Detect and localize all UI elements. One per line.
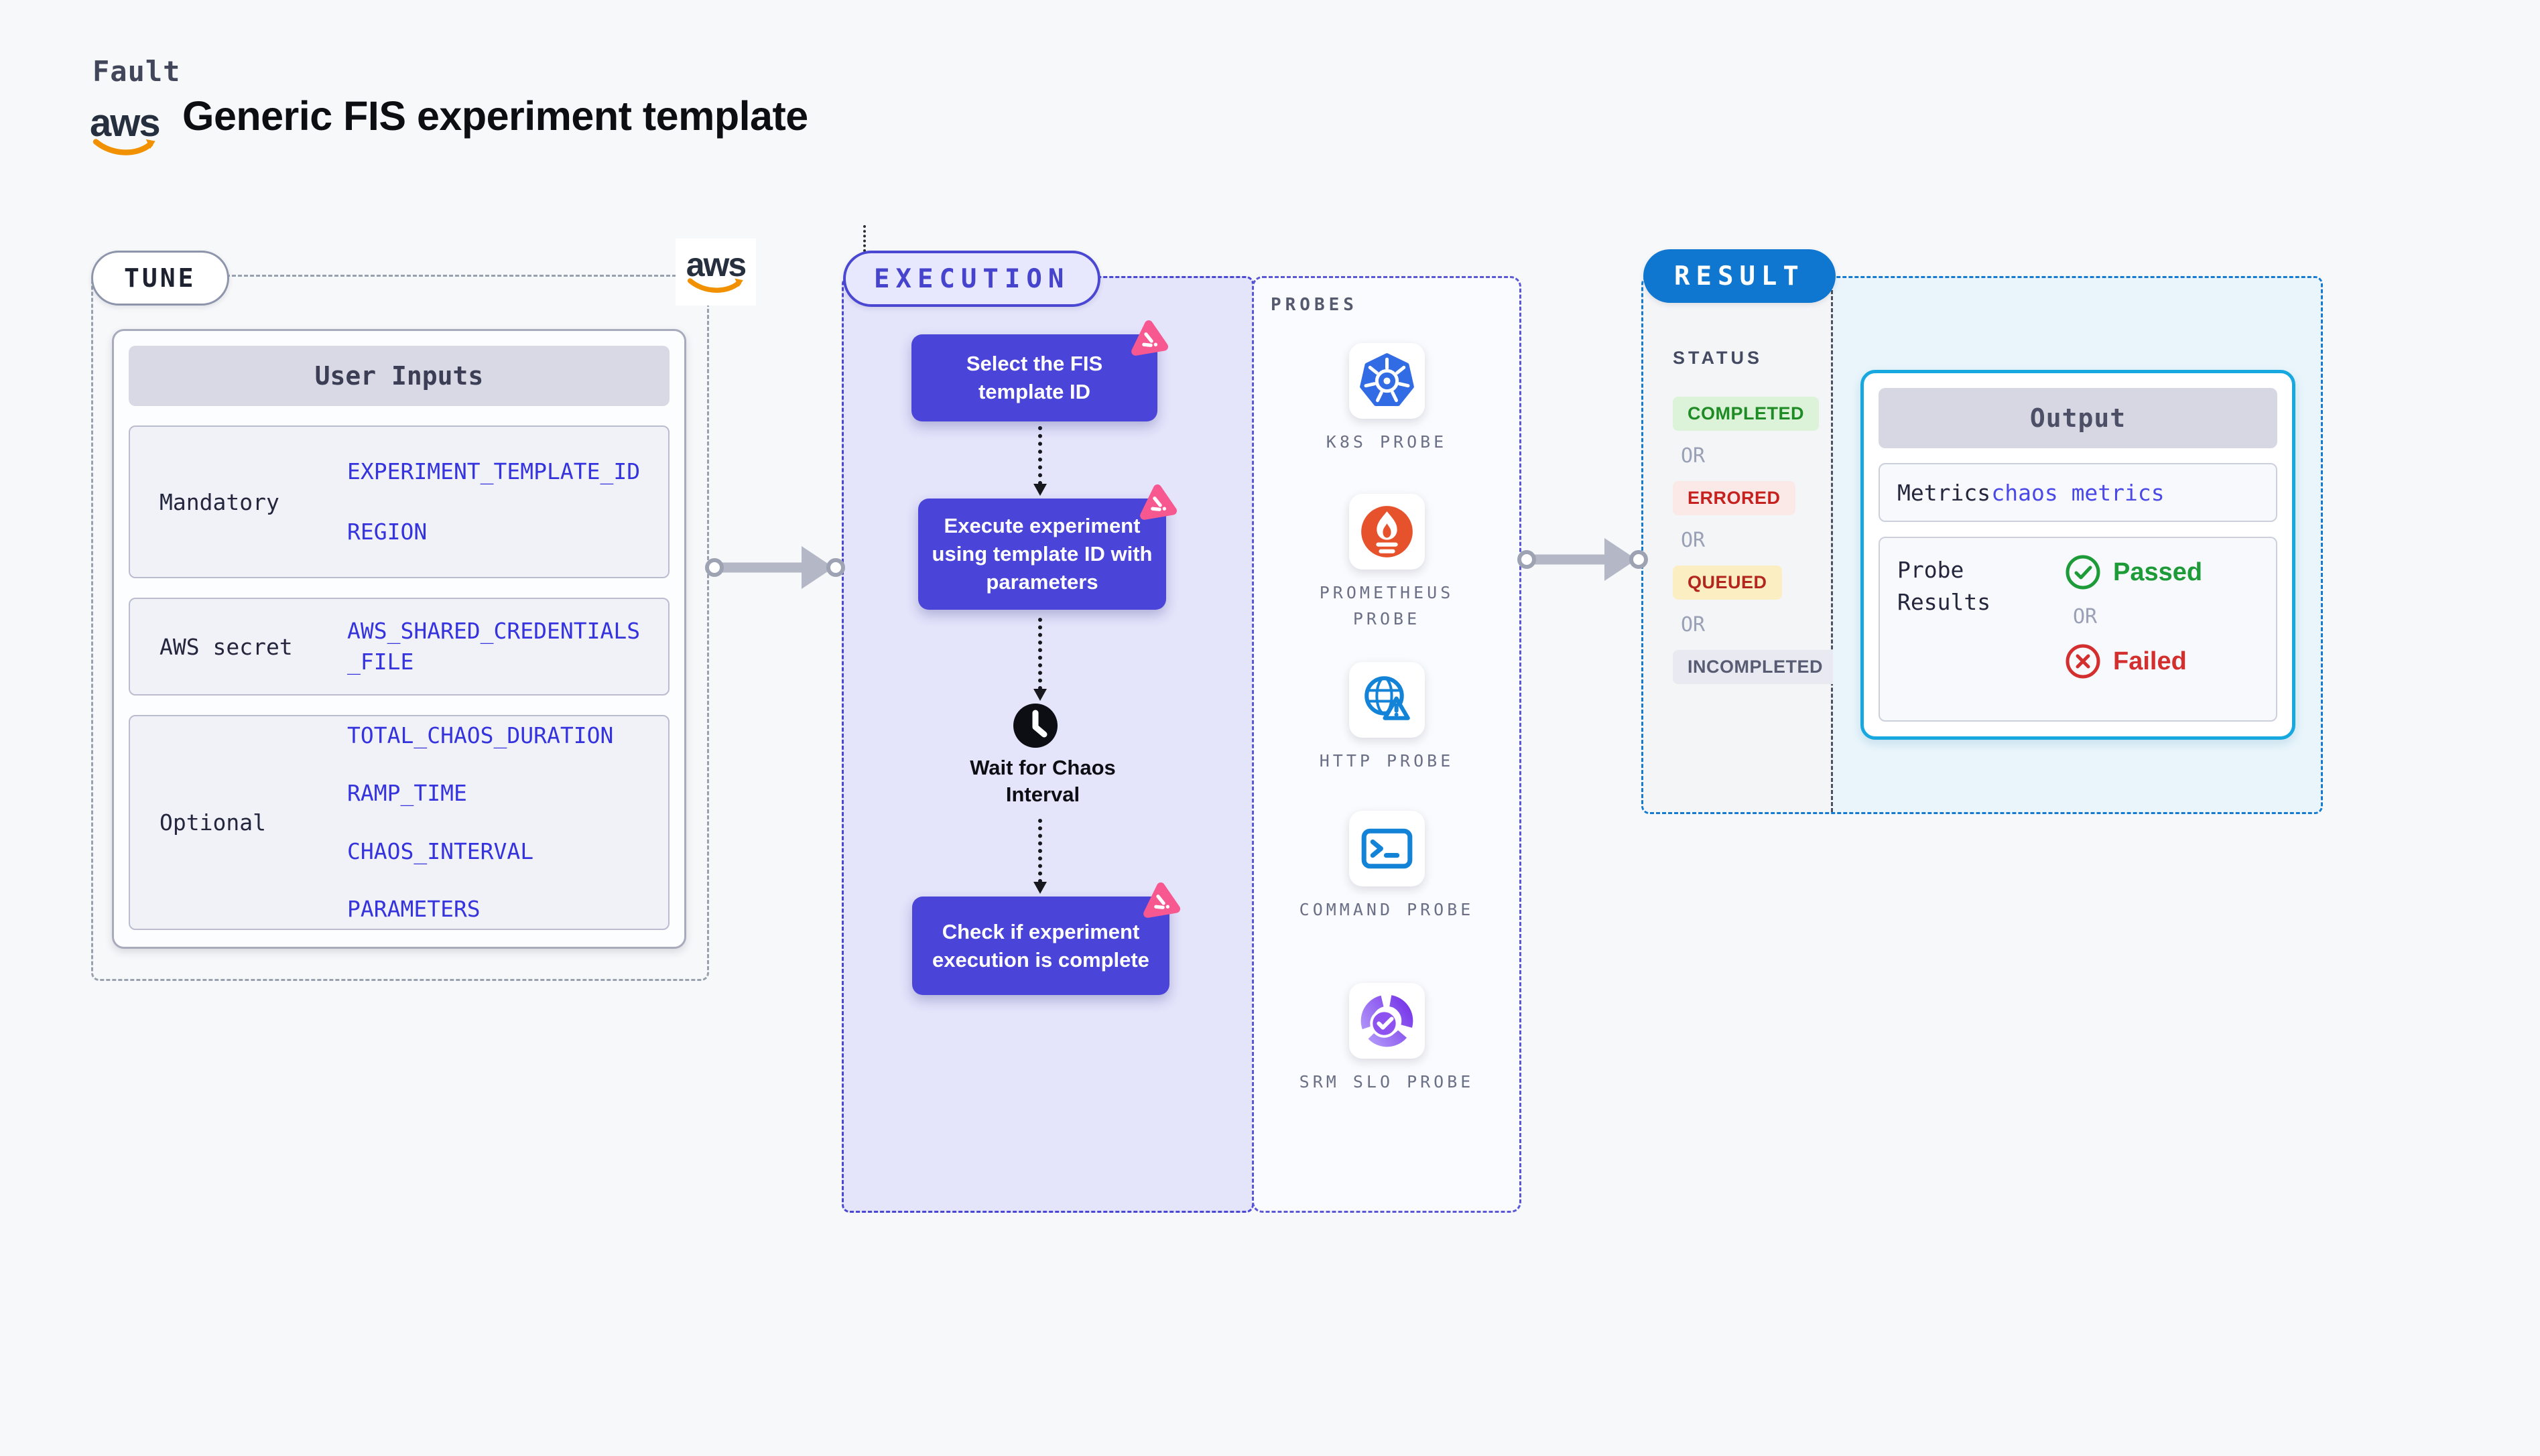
aws-logo-tune: aws <box>676 239 756 306</box>
user-inputs-card: User Inputs Mandatory EXPERIMENT_TEMPLAT… <box>112 329 686 949</box>
row-value: CHAOS_INTERVAL <box>347 838 534 864</box>
status-or-label: OR <box>1681 444 1706 468</box>
tune-panel <box>91 275 709 981</box>
user-inputs-header: User Inputs <box>129 346 670 406</box>
check-circle-icon <box>2066 555 2100 590</box>
metrics-label: Metrics <box>1897 479 1991 506</box>
aws-swoosh-icon <box>92 139 155 155</box>
execution-panel <box>842 276 1254 1213</box>
command-terminal-icon <box>1348 811 1425 886</box>
srm-slo-icon <box>1348 983 1425 1059</box>
passed-label: Passed <box>2113 557 2203 586</box>
row-value: TOTAL_CHAOS_DURATION <box>347 722 614 749</box>
failed-label: Failed <box>2113 647 2187 675</box>
tune-to-execution-arrow <box>705 546 845 589</box>
flow-arrow <box>1033 426 1047 496</box>
probe-item-prometheus: PROMETHEUS PROBE <box>1252 494 1521 633</box>
output-header: Output <box>1879 388 2277 448</box>
fault-spark-icon <box>1140 484 1177 520</box>
prometheus-icon <box>1348 494 1425 570</box>
probe-label: PROMETHEUS PROBE <box>1319 583 1454 628</box>
kubernetes-icon <box>1348 343 1425 419</box>
status-badge-incompleted: INCOMPLETED <box>1673 650 1838 684</box>
flow-arrow <box>1033 819 1047 894</box>
status-or-label: OR <box>1681 529 1706 552</box>
table-row-mandatory: Mandatory EXPERIMENT_TEMPLATE_ID REGION <box>129 425 670 578</box>
output-card: Output Metrics chaos metrics Probe Resul… <box>1860 370 2295 740</box>
probe-result-failed: Failed <box>2065 643 2187 679</box>
page-title: Generic FIS experiment template <box>182 93 808 139</box>
result-badge: RESULT <box>1643 249 1836 303</box>
probe-result-passed: Passed <box>2065 554 2202 590</box>
row-value: REGION <box>347 519 428 545</box>
table-row-aws-secret: AWS secret AWS_SHARED_CREDENTIALS_FILE <box>129 598 670 696</box>
status-badge-completed: COMPLETED <box>1673 397 1820 431</box>
metrics-value: chaos metrics <box>1991 479 2165 506</box>
probe-label: K8S PROBE <box>1326 432 1448 452</box>
result-panel: STATUS COMPLETED OR ERRORED OR QUEUED OR… <box>1641 276 2323 814</box>
probe-item-command: COMMAND PROBE <box>1252 811 1521 923</box>
status-or-label: OR <box>1681 613 1706 637</box>
clock-icon <box>1012 702 1059 749</box>
row-value: AWS_SHARED_CREDENTIALS_FILE <box>347 617 641 675</box>
step-check-execution-complete: Check if experiment execution is complet… <box>912 882 1180 995</box>
probe-results-label: Probe Results <box>1897 557 1991 615</box>
status-title: STATUS <box>1673 348 1763 368</box>
aws-swoosh-icon <box>687 278 743 293</box>
table-row-optional: Optional TOTAL_CHAOS_DURATION RAMP_TIME … <box>129 715 670 930</box>
row-value: RAMP_TIME <box>347 780 467 807</box>
step-execute-experiment: Execute experiment using template ID wit… <box>918 484 1177 610</box>
status-column: STATUS COMPLETED OR ERRORED OR QUEUED OR… <box>1643 278 1838 812</box>
probes-title: PROBES <box>1271 295 1358 315</box>
output-column: Output Metrics chaos metrics Probe Resul… <box>1833 278 2321 812</box>
status-badge-queued: QUEUED <box>1673 566 1782 600</box>
row-value: PARAMETERS <box>347 895 481 922</box>
probe-label: HTTP PROBE <box>1319 751 1454 771</box>
probe-results-row: Probe Results Passed OR <box>1879 537 2277 722</box>
step-select-fis-template: Select the FIS template ID <box>911 320 1168 421</box>
aws-logo-text: aws <box>90 101 161 145</box>
tune-badge: TUNE <box>91 251 229 306</box>
row-label: AWS secret <box>160 633 293 660</box>
fault-spark-icon <box>1131 320 1168 356</box>
step-label: Execute experiment using template ID wit… <box>932 514 1153 594</box>
aws-logo: aws <box>90 101 161 157</box>
step-wait-for-chaos-interval: Wait for Chaos Interval <box>970 756 1116 807</box>
execution-top-stub-line <box>863 225 866 252</box>
probe-item-k8s: K8S PROBE <box>1252 343 1521 456</box>
step-label: Select the FIS template ID <box>966 352 1103 403</box>
aws-logo-text: aws <box>686 246 747 283</box>
x-circle-icon <box>2066 644 2100 679</box>
flow-arrow <box>1033 618 1047 701</box>
row-label: Optional <box>160 809 266 836</box>
fault-label: Fault <box>92 55 181 88</box>
probe-label: COMMAND PROBE <box>1299 900 1474 919</box>
row-label: Mandatory <box>160 488 279 515</box>
probes-to-result-arrow <box>1517 538 1648 581</box>
probe-item-srm-slo: SRM SLO PROBE <box>1252 983 1521 1096</box>
probe-label: SRM SLO PROBE <box>1299 1072 1474 1091</box>
http-globe-icon <box>1348 662 1425 738</box>
status-badge-errored: ERRORED <box>1673 481 1795 515</box>
probe-result-or-label: OR <box>2073 605 2098 628</box>
probe-item-http: HTTP PROBE <box>1252 662 1521 775</box>
execution-badge: EXECUTION <box>843 251 1101 307</box>
metrics-row: Metrics chaos metrics <box>1879 463 2277 522</box>
step-label: Check if experiment execution is complet… <box>932 919 1149 972</box>
fault-spark-icon <box>1143 882 1180 918</box>
row-value: EXPERIMENT_TEMPLATE_ID <box>347 458 641 484</box>
